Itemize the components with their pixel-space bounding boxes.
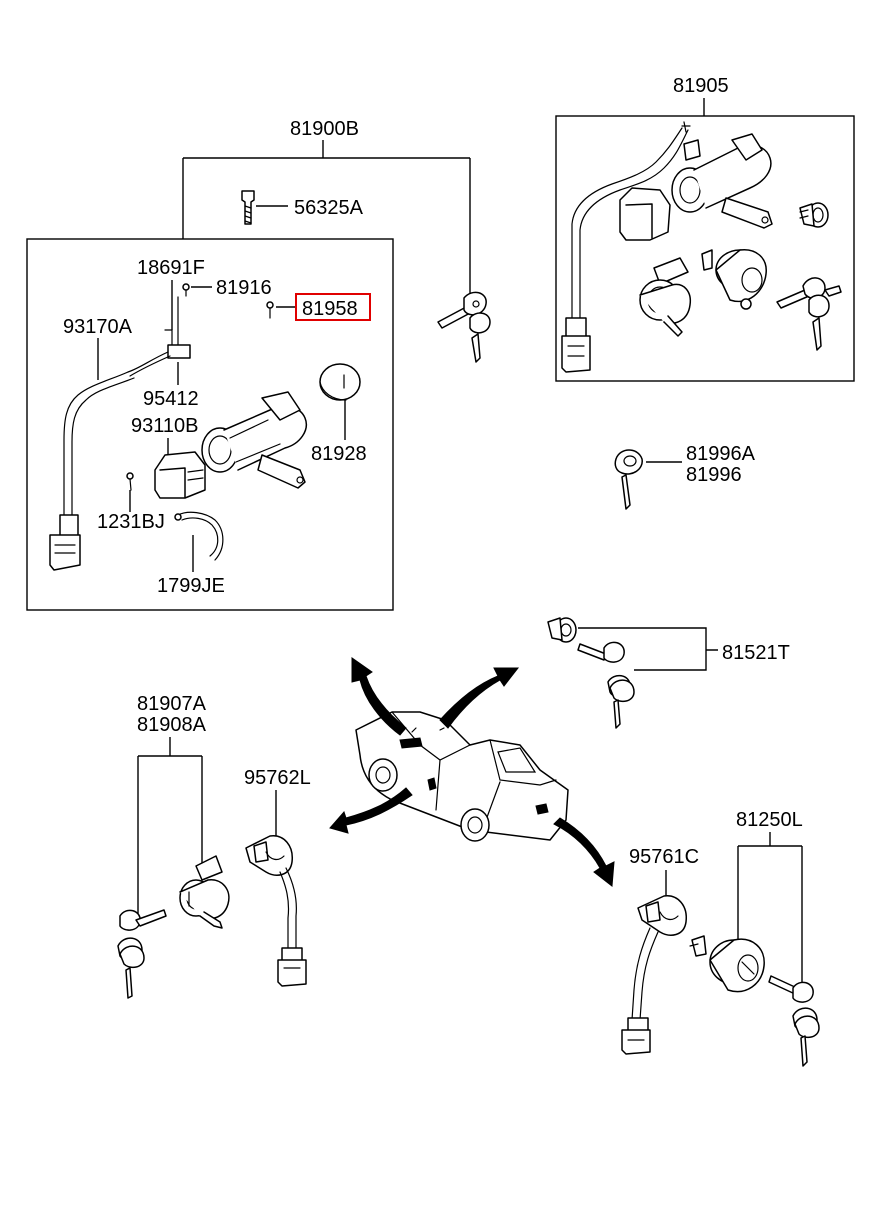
arrow-down-right-icon [553,817,615,887]
label-93170A[interactable]: 93170A [63,316,133,338]
trunk-lock-81250L-icon[interactable] [689,935,765,993]
label-93110B[interactable]: 93110B [131,415,198,437]
car-body-icon [355,711,569,842]
arrow-up-left-icon [351,657,407,736]
label-18691F[interactable]: 18691F [137,257,205,279]
door-lock-81907A-icon[interactable] [179,855,230,929]
screw-81916-icon[interactable] [182,283,190,297]
small-cylinder-81905-icon[interactable] [799,202,829,228]
group-81521T: 81521T [547,617,790,729]
small-cylinder-81521T-icon[interactable] [547,617,577,643]
label-81916[interactable]: 81916 [216,277,272,299]
group-81907A: 81907A 81908A [117,693,230,999]
label-1231BJ[interactable]: 1231BJ [97,511,165,533]
screw-81958-icon[interactable] [266,301,274,319]
ignition-lock-93110B-icon[interactable] [154,451,206,499]
arrow-left-icon [329,787,413,834]
cap-81928-icon[interactable] [319,363,361,401]
group-81905: 81905 [555,75,855,382]
label-95412[interactable]: 95412 [143,388,199,410]
label-81905[interactable]: 81905 [673,75,729,97]
label-56325A[interactable]: 56325A [294,197,364,219]
group-81900B: 81900B 56325A 18691F 81916 [26,118,491,611]
highlight-box-81958 [295,293,371,321]
label-95761C[interactable]: 95761C [629,846,699,868]
key-81900B-icon[interactable] [437,291,491,363]
label-81996A[interactable]: 81996A [686,443,756,465]
lock-set-box-81905 [555,115,855,382]
keys-81907A-icon[interactable] [117,909,167,999]
direction-arrows [329,657,615,887]
bolt-56325A-icon[interactable] [241,190,255,225]
label-81521T[interactable]: 81521T [722,642,790,664]
key-81996-icon[interactable] [614,449,643,510]
label-1799JE[interactable]: 1799JE [157,575,225,597]
label-81900B[interactable]: 81900B [290,118,359,140]
label-81908A[interactable]: 81908A [137,714,207,736]
label-81958[interactable]: 81958 [302,298,358,320]
label-81928[interactable]: 81928 [311,443,367,465]
arrow-up-right-icon [439,667,520,729]
label-81996[interactable]: 81996 [686,464,742,486]
group-95761C: 95761C [621,846,699,1055]
group-81996: 81996A 81996 [614,443,756,510]
key-cylinder-icon[interactable] [201,391,307,489]
wire-harness-81905-icon[interactable] [561,121,701,373]
ignition-lock-81905-icon[interactable] [619,133,773,241]
door-lock-81905-icon[interactable] [639,257,692,337]
band-1799JE-icon[interactable] [174,511,224,561]
keys-81521T-icon[interactable] [577,641,635,729]
screw-1231BJ-icon[interactable] [126,472,134,491]
wire-harness-93170A-icon[interactable] [49,296,191,571]
keys-81250L-icon[interactable] [768,975,820,1067]
keys-81905-icon[interactable] [776,277,842,351]
label-81907A[interactable]: 81907A [137,693,207,715]
trunk-lock-81905-icon[interactable] [701,249,767,310]
label-95762L[interactable]: 95762L [244,767,311,789]
label-81250L[interactable]: 81250L [736,809,803,831]
ignition-assembly-box [26,238,394,611]
group-81250L: 81250L [689,809,820,1067]
switch-95762L-icon[interactable] [245,835,307,987]
group-95762L: 95762L [244,767,311,987]
switch-95761C-icon[interactable] [621,895,687,1055]
